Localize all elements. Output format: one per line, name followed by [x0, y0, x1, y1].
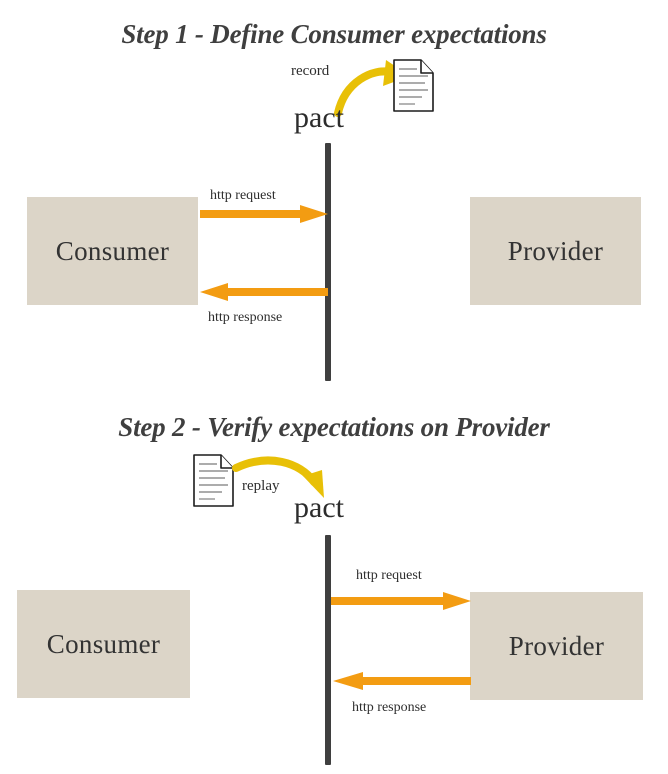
replay-label: replay	[242, 478, 280, 494]
document-icon	[393, 59, 434, 112]
provider-box-step-2: Provider	[470, 592, 643, 700]
pact-label-step-1: pact	[294, 101, 344, 134]
http-response-arrow-step-1	[200, 283, 328, 301]
pact-boundary-line-step-2	[325, 535, 331, 765]
http-request-arrow-step-1	[200, 205, 328, 223]
document-icon	[193, 454, 234, 507]
provider-label: Provider	[508, 630, 605, 661]
http-request-label-step-1: http request	[210, 188, 276, 203]
pact-boundary-line-step-1	[325, 143, 331, 381]
step-1-title: Step 1 - Define Consumer expectations	[121, 19, 547, 49]
consumer-label: Consumer	[55, 235, 170, 266]
http-response-label-step-2: http response	[352, 700, 427, 715]
consumer-box-step-2: Consumer	[17, 590, 190, 698]
consumer-label: Consumer	[46, 628, 161, 659]
consumer-box-step-1: Consumer	[27, 197, 198, 305]
record-label: record	[291, 63, 330, 79]
http-request-label-step-2: http request	[356, 568, 422, 583]
http-response-label-step-1: http response	[208, 310, 283, 325]
http-response-arrow-step-2	[333, 672, 471, 690]
provider-box-step-1: Provider	[470, 197, 641, 305]
step-2-title: Step 2 - Verify expectations on Provider	[118, 412, 550, 442]
provider-label: Provider	[507, 235, 604, 266]
pact-label-step-2: pact	[294, 491, 344, 524]
http-request-arrow-step-2	[331, 592, 471, 610]
